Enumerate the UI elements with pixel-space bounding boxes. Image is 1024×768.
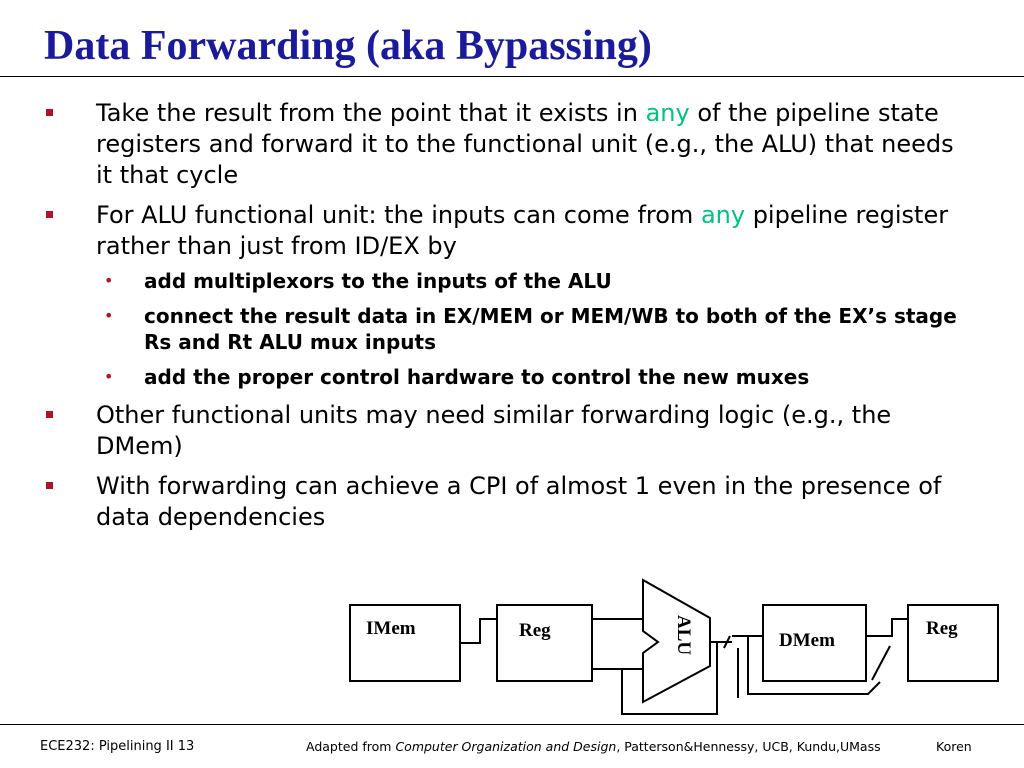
sub-bullet-item: • connect the result data in EX/MEM or M… <box>0 303 976 355</box>
dot-bullet-icon: • <box>104 271 114 290</box>
sub-bullet-item: • add the proper control hardware to con… <box>0 364 976 390</box>
reg2-box <box>907 604 999 682</box>
alu-label: ALU <box>673 615 694 655</box>
imem-label: IMem <box>366 618 416 639</box>
bullet-highlight: any <box>700 201 746 229</box>
bullet-text-pre: Take the result from the point that it e… <box>96 99 646 127</box>
title-divider <box>0 76 1024 77</box>
footer-credit: Adapted from Computer Organization and D… <box>306 739 881 755</box>
footer-book-title: Computer Organization and Design <box>395 739 617 754</box>
footer-adapted-suffix: , Patterson&Hennessy, UCB, Kundu,UMass <box>616 739 881 754</box>
alu-shape <box>642 578 711 704</box>
square-bullet-icon <box>46 482 53 489</box>
footer-author: Koren <box>936 739 972 754</box>
sub-bullet-text: connect the result data in EX/MEM or MEM… <box>144 304 957 354</box>
wire-forward-exmem <box>621 642 718 715</box>
bullet-text-post: of the pipeline state registers and forw… <box>96 99 954 189</box>
bullet-item: Take the result from the point that it e… <box>0 98 956 191</box>
pipeline-diagram: IMem Reg ALU DMem Reg <box>340 574 1020 724</box>
bullet-item: Other functional units may need similar … <box>0 400 956 462</box>
dmem-label: DMem <box>779 630 835 651</box>
footer-adapted-prefix: Adapted from <box>306 739 396 754</box>
square-bullet-icon <box>46 109 53 116</box>
footer-course: ECE232: Pipelining II 13 <box>40 739 195 754</box>
wire-dmem-reg <box>866 618 908 637</box>
reg1-label: Reg <box>519 620 551 641</box>
square-bullet-icon <box>46 211 53 218</box>
sub-bullet-text: add multiplexors to the inputs of the AL… <box>144 269 612 293</box>
sub-bullet-item: • add multiplexors to the inputs of the … <box>0 268 976 294</box>
bullet-item: For ALU functional unit: the inputs can … <box>0 200 956 262</box>
dmem-box <box>762 604 867 682</box>
imem-box <box>349 604 461 682</box>
slide-title: Data Forwarding (aka Bypassing) <box>44 23 652 69</box>
bullet-text-pre: For ALU functional unit: the inputs can … <box>96 201 701 229</box>
dot-bullet-icon: • <box>104 306 114 325</box>
bullet-highlight: any <box>645 99 690 127</box>
bullet-text-post: pipeline register rather than just from … <box>96 201 949 260</box>
square-bullet-icon <box>46 411 53 418</box>
wire-imem-reg <box>460 618 497 644</box>
reg1-box <box>496 604 593 682</box>
bullet-text: Other functional units may need similar … <box>96 401 892 460</box>
bullet-text: With forwarding can achieve a CPI of alm… <box>96 472 942 531</box>
reg2-label: Reg <box>926 618 958 639</box>
bullet-list: Take the result from the point that it e… <box>0 98 1024 542</box>
sub-bullet-text: add the proper control hardware to contr… <box>144 365 810 389</box>
footer-divider <box>0 724 1024 725</box>
wire-dmem-bypass <box>747 636 891 695</box>
bullet-item: With forwarding can achieve a CPI of alm… <box>0 471 956 533</box>
dot-bullet-icon: • <box>104 367 114 386</box>
